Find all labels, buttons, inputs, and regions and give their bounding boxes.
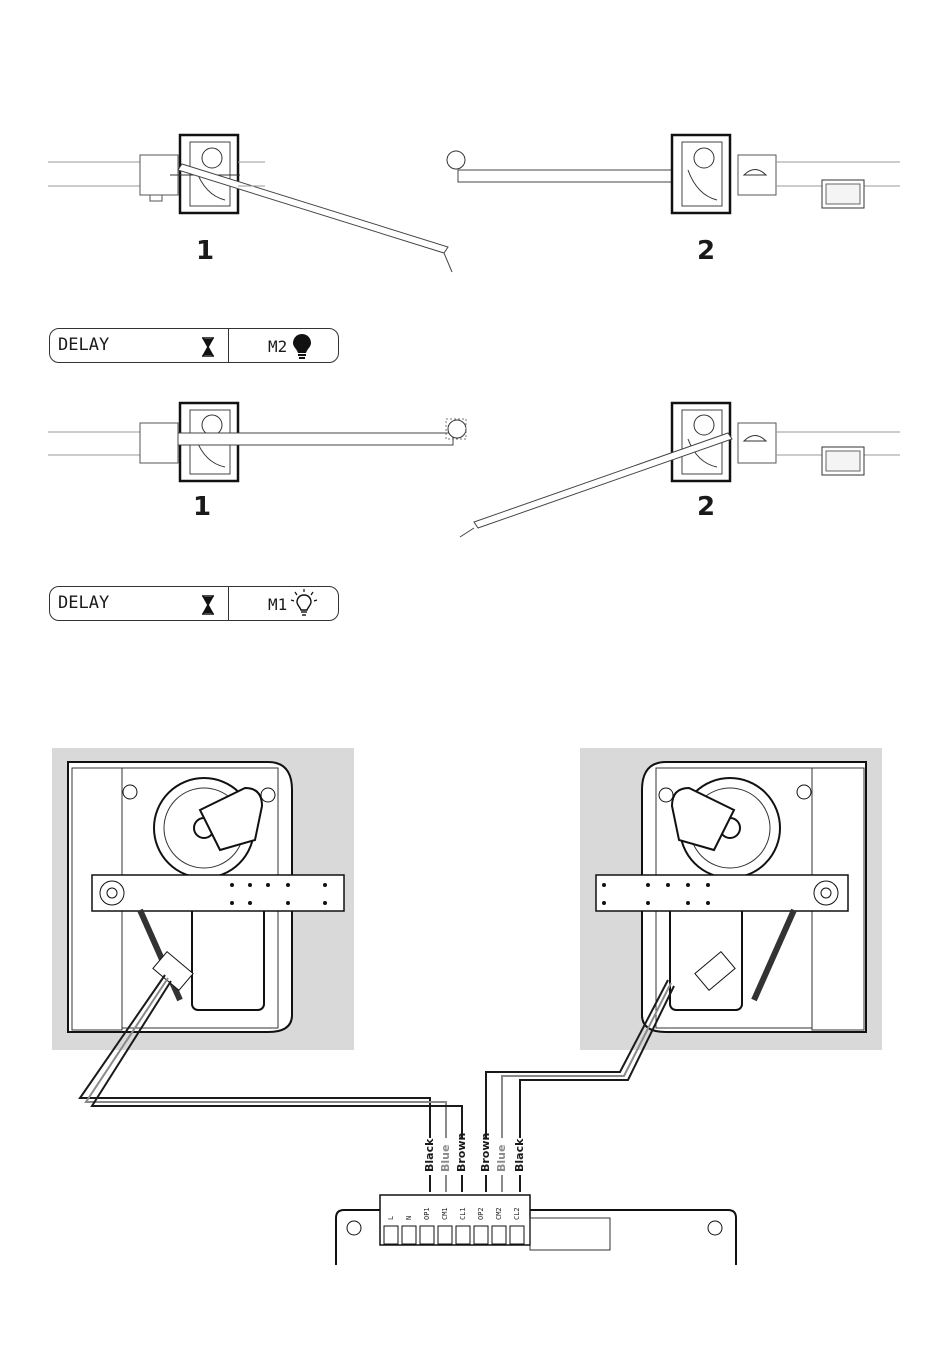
pill-separator — [228, 329, 229, 362]
wire-label-left-brown: Brown — [455, 1133, 468, 1172]
lamp-on-icon — [292, 333, 312, 359]
terminal-screws — [382, 1224, 530, 1248]
gate-label-1-row2: 1 — [193, 492, 211, 522]
delay-label: DELAY — [58, 335, 109, 355]
delay-indicator-m2: DELAY M2 — [49, 328, 339, 363]
wire-label-left-black: Black — [423, 1139, 436, 1172]
terminal-block: L N OP1 CM1 CL1 OP2 CM2 CL2 — [382, 1198, 530, 1248]
motor-label: M2 — [268, 337, 287, 356]
terminal-N: N — [405, 1216, 413, 1220]
wire-label-right-black: Black — [513, 1139, 526, 1172]
hourglass-icon — [200, 595, 216, 615]
hourglass-icon — [200, 337, 216, 357]
gate-label-2-row2: 2 — [697, 492, 715, 522]
gate-diagram-row-1 — [0, 120, 950, 290]
wiring-diagram — [0, 740, 950, 1270]
lamp-blinking-icon — [287, 588, 321, 618]
wire-label-left-blue: Blue — [439, 1145, 452, 1172]
terminal-CL2: CL2 — [513, 1207, 521, 1220]
wire-label-right-brown: Brown — [479, 1133, 492, 1172]
terminal-L: L — [387, 1216, 395, 1220]
gate-label-2: 2 — [697, 236, 715, 266]
terminal-OP1: OP1 — [423, 1207, 431, 1220]
motor-label: M1 — [268, 595, 287, 614]
terminal-OP2: OP2 — [477, 1207, 485, 1220]
terminal-CM1: CM1 — [441, 1207, 449, 1220]
delay-label: DELAY — [58, 593, 109, 613]
pill-separator — [228, 587, 229, 620]
gate-diagram-row-2 — [0, 395, 950, 545]
wire-label-right-blue: Blue — [495, 1145, 508, 1172]
delay-indicator-m1: DELAY M1 — [49, 586, 339, 621]
terminal-CL1: CL1 — [459, 1207, 467, 1220]
terminal-CM2: CM2 — [495, 1207, 503, 1220]
gate-label-1: 1 — [196, 236, 214, 266]
